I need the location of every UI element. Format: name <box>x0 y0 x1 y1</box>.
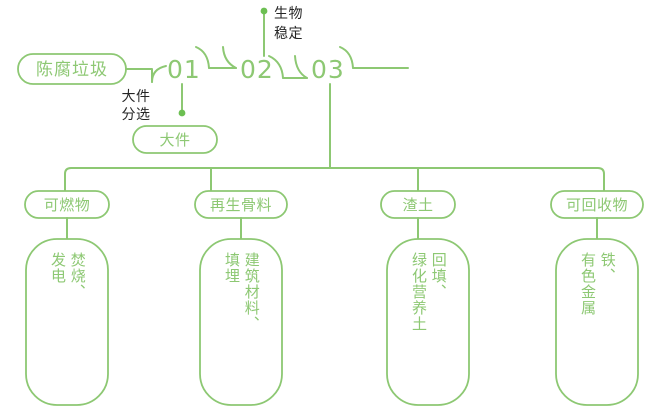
output-pill-label-2: 再生骨料 <box>210 196 272 214</box>
step02-bracket-left-curve <box>222 46 237 69</box>
detail-box-1[interactable] <box>25 238 109 406</box>
note-dot-bulky <box>178 109 186 117</box>
connector-step01-bracket-left <box>151 65 167 83</box>
output-node-4[interactable]: 可回收物 <box>550 190 644 219</box>
detail-box-2[interactable] <box>199 238 283 406</box>
note-dot-biological <box>260 7 268 15</box>
output-pill-label-3: 渣土 <box>402 196 433 214</box>
step-number-01: 01 <box>167 55 201 84</box>
detail-box-4[interactable] <box>555 238 639 406</box>
output-node-bulky[interactable]: 大件 <box>132 125 218 154</box>
bulky-pill-label: 大件 <box>159 131 190 149</box>
step03-bracket-right-curve <box>339 46 354 69</box>
step-note-02-line2: 稳定 <box>274 26 303 42</box>
output-pill-label-1: 可燃物 <box>44 196 91 214</box>
step-number-02: 02 <box>240 55 274 84</box>
distribution-bus-bar <box>64 167 605 192</box>
output-node-1[interactable]: 可燃物 <box>24 190 110 219</box>
step02-bracket-right-curve <box>268 55 284 79</box>
step01-bracket-right-curve <box>195 46 210 69</box>
step-number-03: 03 <box>311 55 345 84</box>
step-note-01-line2: 分选 <box>122 107 151 123</box>
connector-root-to-step-01 <box>125 68 153 83</box>
step-note-02-line1: 生物 <box>274 6 303 22</box>
output-node-2[interactable]: 再生骨料 <box>194 190 288 219</box>
root-node[interactable]: 陈腐垃圾 <box>17 53 127 85</box>
step03-bracket-left-curve <box>294 55 308 79</box>
detail-box-3[interactable] <box>386 238 470 406</box>
root-label: 陈腐垃圾 <box>36 60 108 80</box>
output-node-3[interactable]: 渣土 <box>380 190 456 219</box>
output-pill-label-4: 可回收物 <box>566 196 628 214</box>
step-note-01-line1: 大件 <box>122 89 151 105</box>
bulky-pill-shape <box>132 125 218 154</box>
